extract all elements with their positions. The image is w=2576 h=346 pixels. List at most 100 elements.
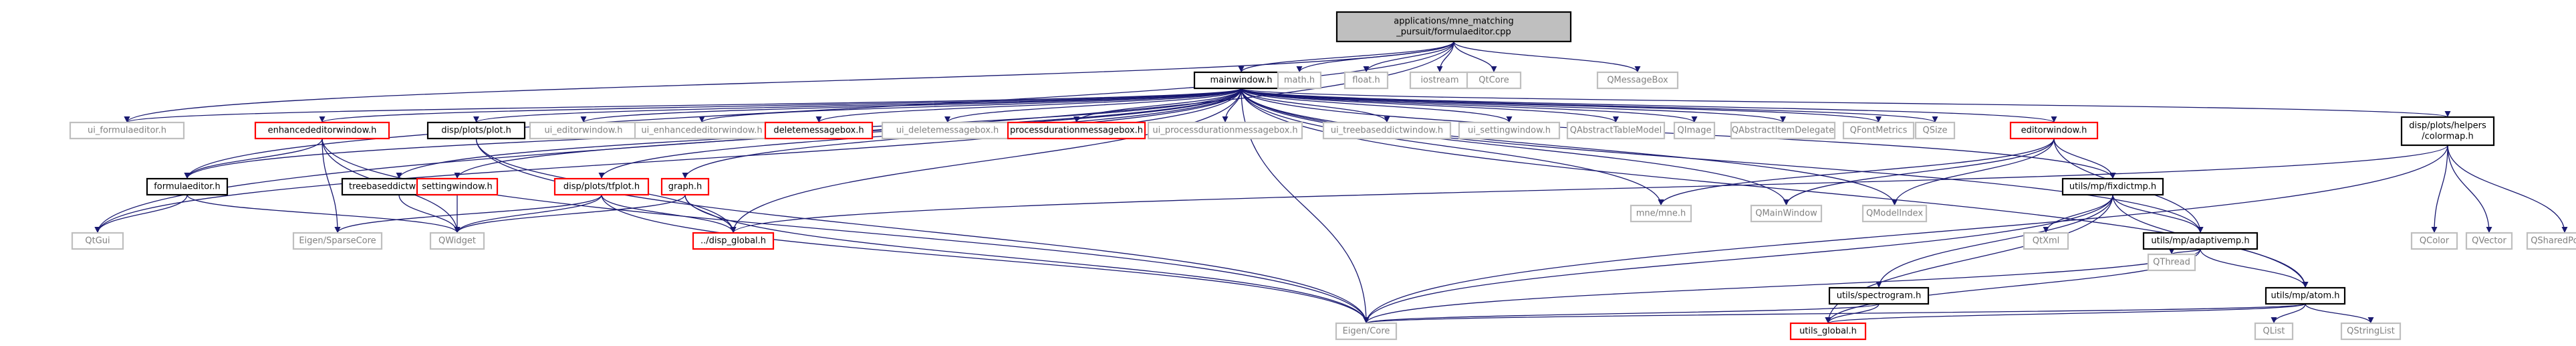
node-box-qmainwindow <box>1750 204 1823 223</box>
node-atom[interactable]: utils/mp/atom.h <box>2265 286 2346 305</box>
node-box-root <box>1335 11 1572 43</box>
node-label-qlist: QList <box>2263 327 2285 337</box>
edge-mainwindow-to-qtgui <box>94 88 1242 234</box>
edge-root-to-qmessagebox <box>1453 41 1641 73</box>
node-box-ui_editor <box>529 121 638 140</box>
node-qstringlist: QStringList <box>2340 322 2402 341</box>
node-label-ui_formulaeditor: ui_formulaeditor.h <box>88 126 166 136</box>
node-math: math.h <box>1277 71 1322 90</box>
node-box-settingwindow <box>416 177 499 196</box>
node-label-ui_enhanced: ui_enhancededitorwindow.h <box>641 126 762 136</box>
node-mainwindow[interactable]: mainwindow.h <box>1193 71 1289 90</box>
node-box-qwidget <box>429 232 485 250</box>
node-label-settingwindow: settingwindow.h <box>422 182 493 192</box>
node-eigencore: Eigen/Core <box>1335 322 1398 341</box>
node-formulaeditor[interactable]: formulaeditor.h <box>146 177 229 196</box>
edge-fixdict-to-spectrogram <box>1876 194 2113 288</box>
node-graph[interactable]: graph.h <box>660 177 710 196</box>
node-qtcore: QtCore <box>1466 71 1522 90</box>
edge-mainwindow-to-ui_editor <box>580 88 1242 123</box>
edge-atom-to-qstringlist <box>2305 303 2374 324</box>
node-label-qtxml: QtXml <box>2033 236 2060 246</box>
node-box-enhancededitor <box>254 121 390 140</box>
edge-dispplot-to-eigencore <box>475 138 1370 324</box>
node-box-qmessagebox <box>1596 71 1679 90</box>
node-label-atom: utils/mp/atom.h <box>2271 291 2339 301</box>
node-label-root: _pursuit/formulaeditor.cpp <box>1396 27 1511 37</box>
node-label-iostream: iostream <box>1420 76 1458 86</box>
node-label-math: math.h <box>1284 76 1315 86</box>
edge-mainwindow-to-dispglobal <box>730 88 1242 234</box>
node-label-qsize: QSize <box>1923 126 1948 136</box>
node-label-ui_settings: ui_settingwindow.h <box>1468 126 1551 136</box>
node-settingwindow[interactable]: settingwindow.h <box>416 177 499 196</box>
node-label-deletemsg: deletemessagebox.h <box>773 126 864 136</box>
edge-mainwindow-to-deletemsg <box>815 88 1242 123</box>
node-deletemsg[interactable]: deletemessagebox.h <box>764 121 874 140</box>
node-qabstractitemdelegate: QAbstractItemDelegate <box>1730 121 1836 140</box>
node-label-qtcore: QtCore <box>1478 76 1509 86</box>
node-box-qsharedpointer <box>2526 232 2576 250</box>
node-label-float: float.h <box>1352 76 1380 86</box>
node-qmodelindex: QModelIndex <box>1861 204 1928 223</box>
edge-colormap-to-qsharedpointer <box>2447 145 2568 234</box>
edge-mainwindow-to-editorwindow <box>1241 88 2057 123</box>
node-label-editorwindow: editorwindow.h <box>2021 126 2087 136</box>
node-label-qstringlist: QStringList <box>2347 327 2395 337</box>
node-box-formulaeditor <box>146 177 229 196</box>
edge-mainwindow-to-ui_settings <box>1241 88 1513 123</box>
node-qfontmetrics: QFontMetrics <box>1842 121 1915 140</box>
node-enhancededitor[interactable]: enhancededitorwindow.h <box>254 121 390 140</box>
node-editorwindow[interactable]: editorwindow.h <box>2009 121 2099 140</box>
node-tfplot[interactable]: disp/plots/tfplot.h <box>553 177 650 196</box>
node-label-dispglobal: ../disp_global.h <box>700 236 766 246</box>
node-label-qcolor: QColor <box>2420 236 2450 246</box>
node-layer: applications/mne_matching_pursuit/formul… <box>69 11 2576 341</box>
node-utilsglobal[interactable]: utils_global.h <box>1789 322 1867 341</box>
edge-enhancededitor-to-formulaeditor <box>184 138 323 179</box>
node-box-mnemne <box>1630 204 1692 223</box>
node-qmessagebox: QMessageBox <box>1596 71 1679 90</box>
node-label-graph: graph.h <box>668 182 702 192</box>
node-box-ui_procmsg <box>1147 121 1303 140</box>
node-label-eigencore: Eigen/Core <box>1343 327 1390 337</box>
node-dispglobal[interactable]: ../disp_global.h <box>692 232 775 250</box>
edge-atom-to-utilsglobal <box>1825 303 2306 324</box>
edge-graph-to-eigencore <box>684 194 1370 324</box>
node-dispplot[interactable]: disp/plots/plot.h <box>426 121 526 140</box>
node-adaptivemp[interactable]: utils/mp/adaptivemp.h <box>2142 232 2259 250</box>
edge-adaptivemp-to-eigencore <box>1363 248 2201 324</box>
edge-mainwindow-to-qsize <box>1241 88 1938 123</box>
node-ui_procmsg: ui_processdurationmessagebox.h <box>1147 121 1303 140</box>
edge-colormap-to-qvector <box>2447 145 2492 234</box>
edge-root-to-mainwindow <box>1238 41 1454 73</box>
edge-spectrogram-to-eigencore <box>1363 303 1880 324</box>
node-label-mainwindow: mainwindow.h <box>1210 76 1273 86</box>
edge-mainwindow-to-qimage <box>1241 88 1698 123</box>
node-colormap[interactable]: disp/plots/helpers/colormap.h <box>2400 116 2495 147</box>
node-label-qimage: QImage <box>1678 126 1712 136</box>
edge-mainwindow-to-qmodelindex <box>1241 88 1898 206</box>
node-procmsg[interactable]: processdurationmessagebox.h <box>1007 121 1146 140</box>
edge-fixdict-to-adaptivemp <box>2112 194 2204 234</box>
node-fixdict[interactable]: utils/mp/fixdictmp.h <box>2061 177 2164 196</box>
node-box-deletemsg <box>764 121 874 140</box>
edge-colormap-to-eigencore <box>1363 145 2448 324</box>
node-label-mnemne: mne/mne.h <box>1636 209 1686 219</box>
node-label-utilsglobal: utils_global.h <box>1799 327 1857 337</box>
node-label-qfontmetrics: QFontMetrics <box>1850 126 1908 136</box>
node-box-ui_settings <box>1458 121 1561 140</box>
edge-mainwindow-to-ui_enhanced <box>698 88 1242 123</box>
edge-fixdict-to-eigencore <box>1363 194 2113 324</box>
node-root[interactable]: applications/mne_matching_pursuit/formul… <box>1335 11 1572 43</box>
node-spectrogram[interactable]: utils/spectrogram.h <box>1828 286 1930 305</box>
node-label-qvector: QVector <box>2472 236 2506 246</box>
node-box-ui_formulaeditor <box>69 121 185 140</box>
node-box-fixdict <box>2061 177 2164 196</box>
node-box-mainwindow <box>1193 71 1289 90</box>
node-box-ui_treebased <box>1322 121 1452 140</box>
edge-editorwindow-to-qmainwindow <box>1783 138 2055 206</box>
node-box-spectrogram <box>1828 286 1930 305</box>
edge-editorwindow-to-mnemne <box>1658 138 2055 206</box>
node-float: float.h <box>1343 71 1389 90</box>
